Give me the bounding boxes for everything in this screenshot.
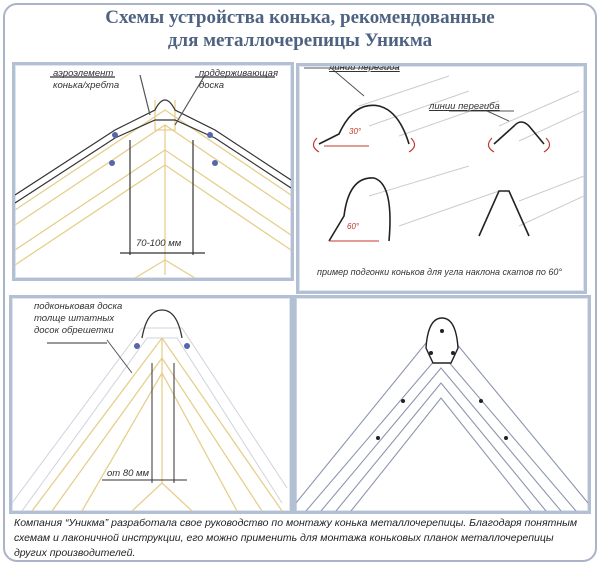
- panel-ridge-aeroelement: аэроэлемент конька/хребта поддерживающая…: [12, 62, 294, 281]
- label-subridge-line-2: толще штатных: [34, 313, 115, 324]
- label-aero-line-1: аэроэлемент: [53, 68, 114, 79]
- dimension-80: от 80 мм: [107, 468, 150, 479]
- ridge-bending-drawing: [304, 67, 584, 242]
- ridge-board-drawing: [12, 309, 288, 511]
- label-aero-line-2: конька/хребта: [53, 80, 120, 91]
- label-aeroelement: аэроэлемент конька/хребта: [53, 68, 119, 92]
- panel-ridge-board: подконьковая доска толще штатных досок о…: [9, 295, 293, 514]
- angle-60-label: 60°: [347, 222, 360, 231]
- title-line-2: для металлочерепицы Уникма: [167, 30, 433, 51]
- page-title: Схемы устройства конька, рекомендованные…: [0, 6, 600, 52]
- angle-30-label: 30°: [349, 127, 362, 136]
- label-support-board: поддерживающая доска: [199, 68, 278, 92]
- caption-text: Компания “Уникма” разработала свое руков…: [14, 517, 578, 559]
- label-subridge-board: подконьковая доска толще штатных досок о…: [34, 301, 122, 337]
- label-board-line-1: поддерживающая: [199, 68, 279, 79]
- label-bend-lines-2: линии перегиба: [429, 101, 500, 112]
- label-subridge-line-3: досок обрешетки: [34, 325, 114, 336]
- title-line-1: Схемы устройства конька, рекомендованные: [105, 7, 495, 28]
- label-board-line-2: доска: [199, 80, 225, 91]
- outer-frame: [3, 3, 597, 562]
- ridge-aeroelement-drawing: [15, 74, 291, 278]
- label-bend-lines-1: линии перегиба: [329, 63, 400, 73]
- label-subridge-line-1: подконьковая доска: [34, 301, 123, 312]
- fitting-note: пример подгонки коньков для угла наклона…: [317, 267, 562, 277]
- ridge-metal-drawing: [296, 298, 588, 511]
- panel-ridge-bending: линии перегиба линии перегиба 30° 60° пр…: [296, 63, 587, 294]
- dimension-70-100: 70-100 мм: [136, 238, 182, 249]
- panel-ridge-metal: [293, 295, 591, 514]
